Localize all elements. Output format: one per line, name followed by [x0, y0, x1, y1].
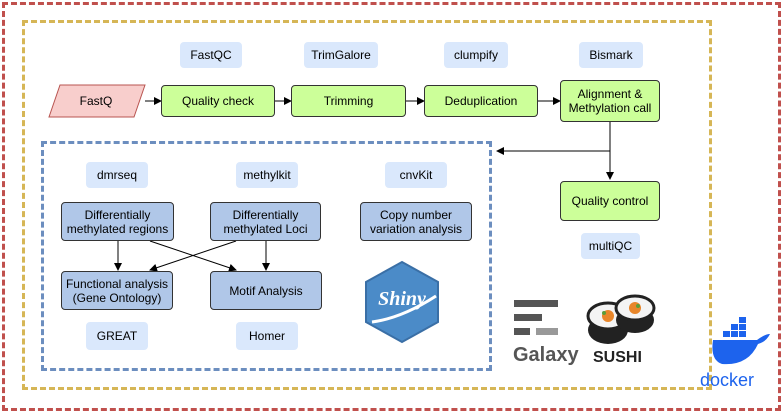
tool-bismark: Bismark — [579, 42, 643, 68]
tool-great: GREAT — [86, 322, 148, 350]
node-cnv: Copy number variation analysis — [360, 202, 472, 241]
step-deduplication: Deduplication — [424, 85, 538, 117]
sushi-wordmark: SUSHI — [593, 349, 642, 366]
step-quality-control: Quality control — [560, 181, 660, 221]
step-alignment-methylation: Alignment & Methylation call — [560, 80, 660, 122]
node-motif-analysis: Motif Analysis — [210, 271, 322, 310]
analysis-frame — [41, 141, 492, 371]
step-quality-check: Quality check — [161, 85, 275, 117]
pipeline-frame — [22, 20, 712, 390]
node-dmr: Differentially methylated regions — [61, 202, 174, 241]
tool-cnvkit: cnvKit — [385, 162, 447, 188]
tool-dmrseq: dmrseq — [86, 162, 148, 188]
arrow-loci-functional — [149, 240, 237, 272]
tool-methylkit: methylkit — [236, 162, 298, 188]
galaxy-icon — [514, 300, 574, 340]
step-trimming: Trimming — [291, 85, 406, 117]
node-dml: Differentially methylated Loci — [210, 202, 321, 241]
galaxy-wordmark: Galaxy — [513, 344, 579, 366]
docker-wordmark: docker — [700, 370, 755, 390]
node-functional-analysis: Functional analysis (Gene Ontology) — [61, 271, 173, 310]
tool-fastqc: FastQC — [180, 42, 242, 68]
arrow-align-analysis — [496, 122, 611, 155]
tool-trimgalore: TrimGalore — [304, 42, 378, 68]
tool-homer: Homer — [236, 322, 298, 350]
tool-clumpify: clumpify — [444, 42, 508, 68]
tool-multiqc: multiQC — [581, 233, 640, 259]
